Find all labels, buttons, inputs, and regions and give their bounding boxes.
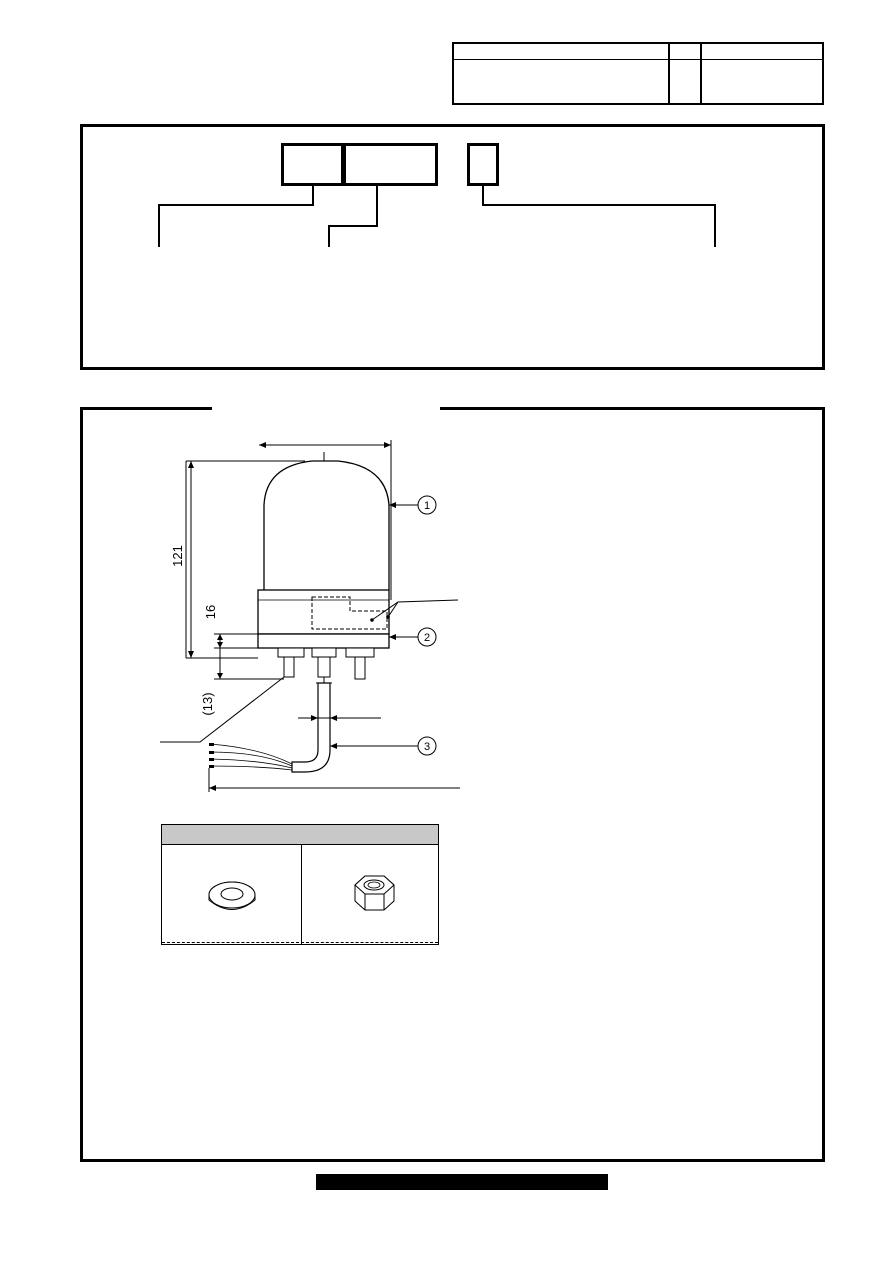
base-unit: [257, 589, 390, 635]
accessory-cell-washer: [162, 845, 301, 945]
model-code-leader-lines: [158, 186, 716, 247]
model-code-segment-1: [281, 143, 344, 186]
model-code-segment-2: [343, 143, 438, 186]
callout-circle: [417, 495, 437, 515]
globe-outline: [263, 460, 390, 590]
title-block-divider: [668, 44, 670, 103]
cable: [291, 682, 331, 773]
hex-nut-icon: [354, 875, 395, 911]
title-block-divider: [454, 59, 822, 60]
accessories-divider: [301, 845, 302, 945]
accessories-bottom-rule: [162, 942, 438, 943]
model-code-panel: [80, 124, 825, 370]
callout-circle: [417, 627, 437, 647]
height-dimension-label: 121: [170, 545, 185, 567]
accessories-table: [161, 824, 439, 945]
accessories-header: [162, 825, 438, 845]
terminal-length-dimension-label: (13): [200, 692, 215, 715]
title-block-divider: [700, 44, 702, 103]
callout-circle: [417, 736, 437, 756]
mounting-plate: [257, 633, 390, 649]
accessory-cell-nut: [302, 845, 439, 945]
base-height-dimension-label: 16: [203, 605, 218, 619]
callout-number: 2: [424, 632, 430, 644]
model-code-segment-3: [467, 143, 499, 186]
callout-number: 3: [424, 741, 430, 753]
washer-icon: [208, 881, 256, 910]
dimension-drawing-panel: [80, 407, 825, 1162]
callout-number: 1: [424, 500, 430, 512]
title-block: [452, 42, 824, 105]
footer-bar: [316, 1174, 608, 1190]
panel-title-gap: [212, 405, 440, 411]
